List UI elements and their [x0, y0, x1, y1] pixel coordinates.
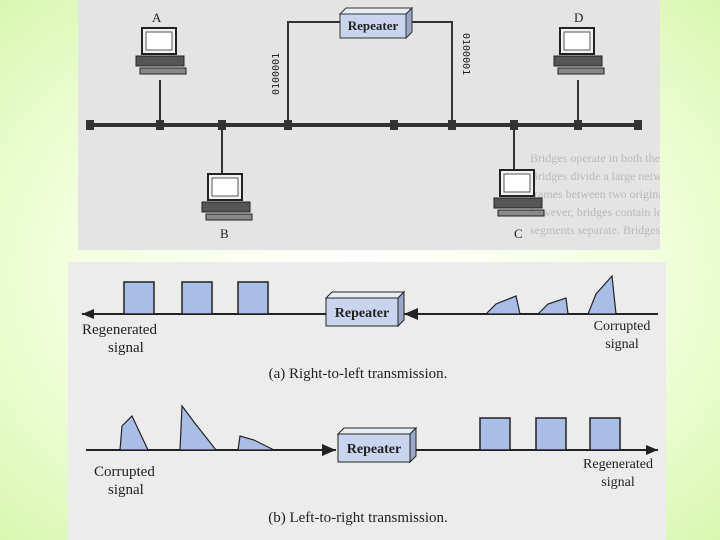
- signal-panel: Repeater Regenerated signal Corrupted si…: [68, 262, 666, 540]
- bus-tap: [634, 120, 642, 130]
- arrow-right-icon: [322, 444, 336, 456]
- arrow-left-icon: [82, 309, 94, 319]
- ghost-text: Bridges divide a large network into smal…: [530, 169, 660, 183]
- corrupted-pulse: [179, 404, 218, 451]
- corrupted-pulse: [237, 435, 275, 451]
- signal-diagram: Repeater Regenerated signal Corrupted si…: [82, 274, 658, 526]
- node-label-b: B: [220, 226, 229, 241]
- corrupted-label: signal: [108, 482, 144, 498]
- repeater-label: Repeater: [348, 18, 399, 33]
- regenerated-pulse: [181, 281, 213, 315]
- corrupted-label: Corrupted: [594, 319, 651, 334]
- arrow-right-icon: [646, 445, 658, 455]
- node-label-c: C: [514, 226, 523, 241]
- ghost-text: however, bridges contain logic that allo…: [530, 205, 660, 219]
- bit-stream-right: 0100001: [460, 33, 471, 75]
- regenerated-label: signal: [601, 475, 635, 490]
- regenerated-pulse: [479, 417, 511, 451]
- arrow-left-icon: [404, 308, 418, 320]
- bit-stream-left: 0100001: [271, 53, 282, 95]
- regenerated-pulse: [589, 417, 621, 451]
- corrupted-pulse: [119, 414, 149, 451]
- ghost-text: Bridges operate in both the physical and…: [530, 151, 660, 165]
- repeater-link-left: [287, 21, 340, 125]
- computer-icon: [553, 27, 605, 75]
- node-label-d: D: [574, 10, 583, 25]
- regenerated-pulse: [123, 281, 155, 315]
- corrupted-label: signal: [605, 337, 639, 352]
- caption-a: (a) Right-to-left transmission.: [269, 366, 448, 382]
- corrupted-pulse: [587, 274, 617, 315]
- node-label-a: A: [152, 10, 162, 25]
- repeater-box: Repeater: [336, 426, 418, 464]
- repeater-box: Repeater: [324, 290, 406, 328]
- ghost-text: frames between two originally separate s…: [530, 187, 660, 201]
- network-panel: Bridges operate in both the physical and…: [78, 0, 660, 250]
- regenerated-label: signal: [108, 340, 144, 356]
- ghost-text: segments separate. Bridges are repeaters…: [530, 223, 660, 237]
- caption-b: (b) Left-to-right transmission.: [268, 510, 448, 526]
- repeater-label: Repeater: [347, 442, 401, 457]
- regenerated-pulse: [535, 417, 567, 451]
- computer-icon: [201, 173, 253, 221]
- corrupted-pulse: [536, 297, 569, 315]
- regenerated-pulse: [237, 281, 269, 315]
- bus-tap: [86, 120, 94, 130]
- regenerated-label: Regenerated: [583, 457, 653, 472]
- repeater-link-right: [406, 21, 453, 125]
- corrupted-pulse: [484, 295, 521, 315]
- network-diagram: Bridges operate in both the physical and…: [86, 6, 660, 241]
- repeater-box: Repeater: [338, 6, 414, 40]
- computer-icon: [135, 27, 187, 75]
- bus-tap: [390, 120, 398, 130]
- corrupted-label: Corrupted: [94, 464, 155, 480]
- regenerated-label: Regenerated: [82, 322, 157, 338]
- repeater-label: Repeater: [335, 306, 389, 321]
- computer-icon: [493, 169, 545, 217]
